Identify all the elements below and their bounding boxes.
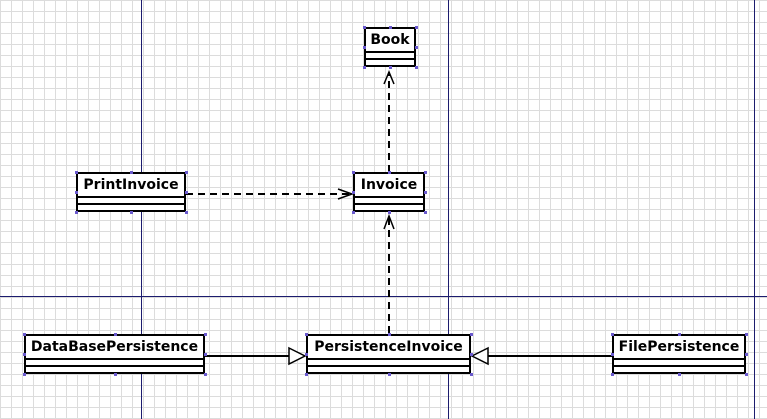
dependency-printinvoice-to-invoice[interactable] bbox=[186, 188, 355, 200]
selection-handle[interactable] bbox=[678, 333, 681, 336]
selection-handle[interactable] bbox=[204, 333, 207, 336]
selection-handle[interactable] bbox=[745, 353, 748, 356]
attributes-section bbox=[614, 360, 744, 367]
selection-handle[interactable] bbox=[75, 171, 78, 174]
operations-section bbox=[308, 367, 469, 372]
attributes-section bbox=[78, 198, 184, 205]
selection-handle[interactable] bbox=[204, 353, 207, 356]
operations-section bbox=[78, 205, 184, 210]
selection-handle[interactable] bbox=[185, 211, 188, 214]
selection-handle[interactable] bbox=[305, 373, 308, 376]
selection-handle[interactable] bbox=[352, 191, 355, 194]
generalization-file-to-persistenceinvoice[interactable] bbox=[470, 346, 612, 366]
selection-handle[interactable] bbox=[130, 171, 133, 174]
page-boundary-vertical bbox=[448, 0, 449, 419]
selection-handle[interactable] bbox=[352, 171, 355, 174]
selection-handle[interactable] bbox=[415, 26, 418, 29]
operations-section bbox=[26, 367, 203, 372]
class-name: FilePersistence bbox=[614, 336, 744, 360]
selection-handle[interactable] bbox=[678, 373, 681, 376]
selection-handle[interactable] bbox=[23, 373, 26, 376]
selection-handle[interactable] bbox=[470, 353, 473, 356]
operations-section bbox=[614, 367, 744, 372]
attributes-section bbox=[26, 360, 203, 367]
class-invoice[interactable]: Invoice bbox=[353, 172, 425, 212]
selection-handle[interactable] bbox=[363, 46, 366, 49]
selection-handle[interactable] bbox=[113, 373, 117, 376]
selection-handle[interactable] bbox=[387, 333, 391, 336]
class-name: PrintInvoice bbox=[78, 174, 184, 198]
page-boundary-horizontal bbox=[0, 296, 767, 297]
class-filepersistence[interactable]: FilePersistence bbox=[612, 334, 746, 374]
selection-handle[interactable] bbox=[611, 333, 614, 336]
selection-handle[interactable] bbox=[745, 333, 748, 336]
class-databasepersistence[interactable]: DataBasePersistence bbox=[24, 334, 205, 374]
class-name: DataBasePersistence bbox=[26, 336, 203, 360]
selection-handle[interactable] bbox=[470, 333, 473, 336]
selection-handle[interactable] bbox=[424, 211, 427, 214]
selection-handle[interactable] bbox=[23, 353, 26, 356]
selection-handle[interactable] bbox=[185, 171, 188, 174]
attributes-section bbox=[355, 198, 423, 205]
selection-handle[interactable] bbox=[611, 373, 614, 376]
operations-section bbox=[366, 60, 414, 65]
selection-handle[interactable] bbox=[389, 66, 392, 69]
operations-section bbox=[355, 205, 423, 210]
attributes-section bbox=[308, 360, 469, 367]
selection-handle[interactable] bbox=[185, 191, 188, 194]
selection-handle[interactable] bbox=[611, 353, 614, 356]
selection-handle[interactable] bbox=[387, 373, 391, 376]
class-name: PersistenceInvoice bbox=[308, 336, 469, 360]
selection-handle[interactable] bbox=[130, 211, 133, 214]
class-name: Invoice bbox=[355, 174, 423, 198]
selection-handle[interactable] bbox=[204, 373, 207, 376]
selection-handle[interactable] bbox=[363, 26, 366, 29]
selection-handle[interactable] bbox=[113, 333, 117, 336]
selection-handle[interactable] bbox=[389, 26, 392, 29]
selection-handle[interactable] bbox=[75, 211, 78, 214]
selection-handle[interactable] bbox=[424, 171, 427, 174]
selection-handle[interactable] bbox=[305, 353, 308, 356]
class-name: Book bbox=[366, 29, 414, 53]
class-book[interactable]: Book bbox=[364, 27, 416, 67]
dependency-persistenceinvoice-to-invoice[interactable] bbox=[383, 213, 395, 333]
selection-handle[interactable] bbox=[388, 171, 391, 174]
selection-handle[interactable] bbox=[415, 46, 418, 49]
selection-handle[interactable] bbox=[745, 373, 748, 376]
class-printinvoice[interactable]: PrintInvoice bbox=[76, 172, 186, 212]
selection-handle[interactable] bbox=[470, 373, 473, 376]
selection-handle[interactable] bbox=[415, 66, 418, 69]
selection-handle[interactable] bbox=[352, 211, 355, 214]
generalization-database-to-persistenceinvoice[interactable] bbox=[204, 346, 307, 366]
selection-handle[interactable] bbox=[424, 191, 427, 194]
selection-handle[interactable] bbox=[305, 333, 308, 336]
selection-handle[interactable] bbox=[23, 333, 26, 336]
dependency-invoice-to-book[interactable] bbox=[383, 70, 395, 172]
selection-handle[interactable] bbox=[363, 66, 366, 69]
class-persistenceinvoice[interactable]: PersistenceInvoice bbox=[306, 334, 471, 374]
page-boundary-vertical bbox=[754, 0, 755, 419]
selection-handle[interactable] bbox=[75, 191, 78, 194]
selection-handle[interactable] bbox=[388, 211, 391, 214]
attributes-section bbox=[366, 53, 414, 60]
